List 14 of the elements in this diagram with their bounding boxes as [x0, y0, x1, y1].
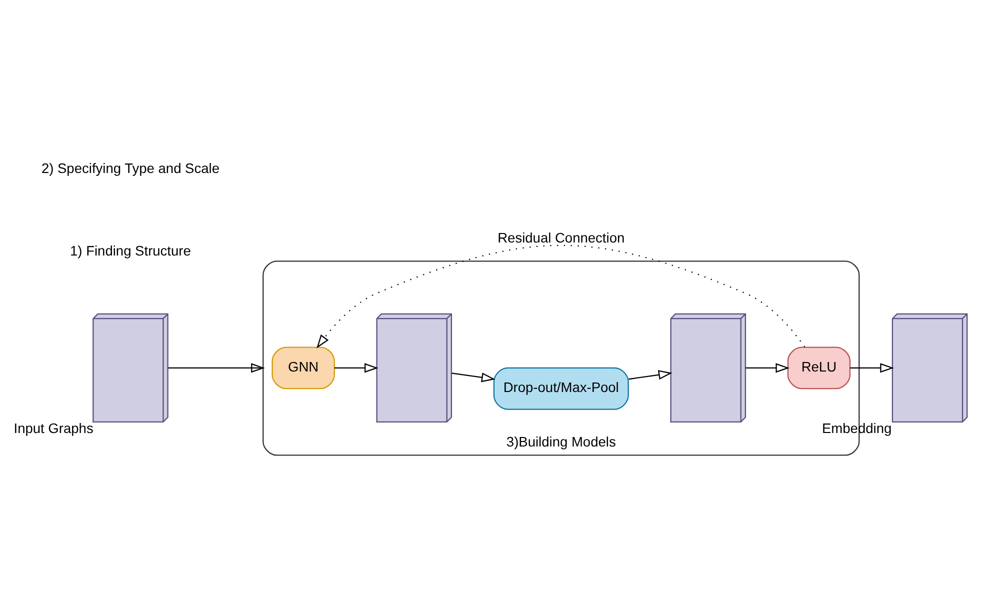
- node-box: Drop-out/Max-Pool: [493, 366, 629, 410]
- edge-label: Residual Connection: [498, 230, 625, 245]
- arrow: [316, 244, 806, 348]
- label: 1) Finding Structure: [70, 243, 191, 258]
- arrow: [334, 362, 378, 372]
- arrow: [850, 362, 894, 372]
- label: 2) Specifying Type and Scale: [41, 160, 220, 176]
- arrow: [168, 362, 265, 372]
- node-box: ReLU: [787, 346, 851, 389]
- arrow: [452, 372, 496, 382]
- node-box: GNN: [272, 346, 335, 389]
- arrow: [746, 362, 790, 372]
- node-label: Input Graphs: [14, 420, 94, 436]
- arrow: [628, 370, 672, 380]
